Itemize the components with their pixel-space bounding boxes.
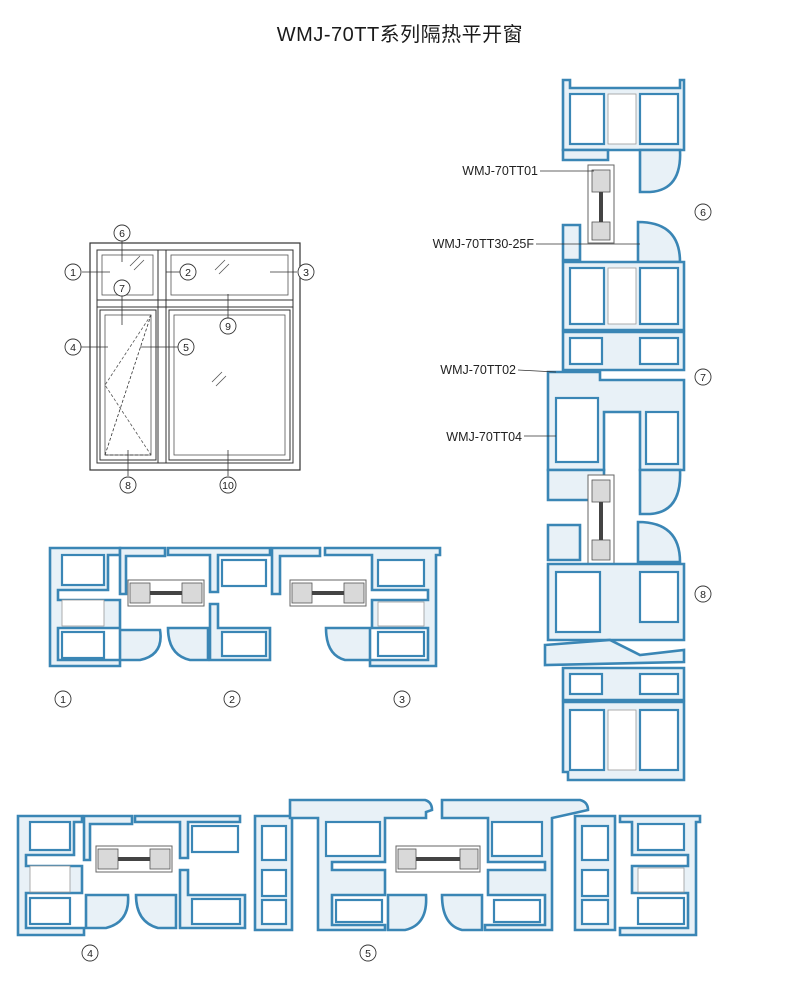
section-callout-8: 8 xyxy=(700,589,706,601)
profile-labels: WMJ-70TT01 WMJ-70TT30-25F WMJ-70TT02 WMJ… xyxy=(433,164,640,444)
callout-6: 6 xyxy=(119,228,125,240)
section-callout-6: 6 xyxy=(700,207,706,219)
horizontal-section-door xyxy=(288,798,702,937)
callout-9: 9 xyxy=(225,321,231,333)
section-callout-1: 1 xyxy=(60,694,66,706)
section-callout-2: 2 xyxy=(229,694,235,706)
callout-3: 3 xyxy=(303,267,309,279)
callout-4: 4 xyxy=(70,342,76,354)
callout-2: 2 xyxy=(185,267,191,279)
callout-8: 8 xyxy=(125,480,131,492)
elevation-callouts: 1 2 3 4 5 6 7 8 9 10 xyxy=(64,224,315,494)
vertical-section xyxy=(543,78,686,782)
section-callout-5: 5 xyxy=(365,948,371,960)
section-callout-3: 3 xyxy=(399,694,405,706)
section-callout-4: 4 xyxy=(87,948,93,960)
label-wmj-70tt01: WMJ-70TT01 xyxy=(462,164,538,178)
callout-1: 1 xyxy=(70,267,76,279)
label-wmj-70tt02: WMJ-70TT02 xyxy=(440,363,516,377)
label-wmj-70tt04: WMJ-70TT04 xyxy=(446,430,522,444)
window-elevation xyxy=(89,242,301,471)
section-callout-7: 7 xyxy=(700,372,706,384)
section-callouts-horizontal: 1 2 3 4 5 xyxy=(54,690,411,962)
callout-10: 10 xyxy=(222,480,234,492)
horizontal-section-top xyxy=(48,546,442,668)
callout-5: 5 xyxy=(183,342,189,354)
callout-7: 7 xyxy=(119,283,125,295)
label-wmj-70tt30-25f: WMJ-70TT30-25F xyxy=(433,237,535,251)
section-callouts-vertical: 6 7 8 xyxy=(694,203,712,603)
page-title: WMJ-70TT系列隔热平开窗 xyxy=(276,24,524,46)
horizontal-section-bottom xyxy=(16,814,294,937)
